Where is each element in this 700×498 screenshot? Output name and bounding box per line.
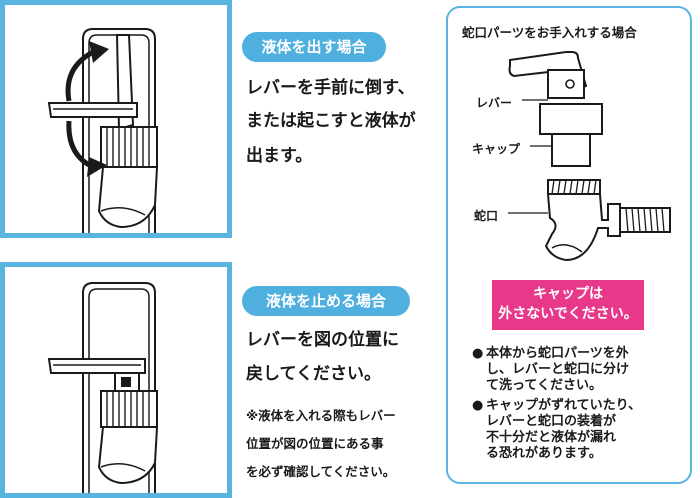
lever-part xyxy=(508,51,588,99)
care-bullet: ●キャップがずれていたり、 レバーと蛇口の装着が 不十分だと液体が漏れ る恐れが… xyxy=(472,398,641,462)
label-cap: キャップ xyxy=(472,142,521,156)
cap-part xyxy=(539,103,603,167)
label-faucet: 蛇口 xyxy=(474,209,499,223)
bullet-line: し、レバーと蛇口に分け xyxy=(486,362,630,377)
care-title: 蛇口パーツをお手入れする場合 xyxy=(462,25,637,40)
bullet-line: 本体から蛇口パーツを外 xyxy=(486,346,629,361)
stop-instruction-line: レバーを図の位置に xyxy=(246,330,399,350)
faucet-part xyxy=(544,179,671,262)
bullet-mark: ● xyxy=(472,398,484,413)
stop-heading-pill: 液体を止める場合 xyxy=(242,286,410,316)
dispense-instruction-line: または起こすと液体が xyxy=(246,111,416,131)
stop-note-line: 位置が図の位置にある事 xyxy=(246,436,384,451)
warning-line: キャップは xyxy=(533,286,603,302)
bullet-line: キャップがずれていたり、 xyxy=(486,398,642,413)
bullet-line: て洗ってください。 xyxy=(486,378,602,393)
dispense-heading-pill: 液体を出す場合 xyxy=(242,32,386,62)
rotate-arrows-icon xyxy=(65,41,109,177)
care-panel: 蛇口パーツをお手入れする場合 xyxy=(446,6,692,484)
faucet-dispense-illustration xyxy=(47,28,159,233)
label-lever: レバー xyxy=(476,96,513,110)
faucet-stop-illustration xyxy=(47,282,159,493)
warning-line: 外さないでください。 xyxy=(498,306,638,322)
faucet-parts-illustration xyxy=(508,51,671,262)
dispense-instruction-line: 出ます。 xyxy=(246,146,313,166)
stop-note-line: ※液体を入れる際もレバー xyxy=(246,408,396,423)
dispense-instruction-line: レバーを手前に倒す、 xyxy=(246,78,415,98)
bullet-line: レバーと蛇口の装着が xyxy=(486,414,617,429)
stop-instruction-line: 戻してください。 xyxy=(246,364,381,384)
bullet-line: 不十分だと液体が漏れ xyxy=(486,430,617,445)
stop-note-line: を必ず確認してください。 xyxy=(246,464,396,479)
care-bullet: ●本体から蛇口パーツを外 し、レバーと蛇口に分け て洗ってください。 xyxy=(472,346,629,394)
stop-illustration-panel xyxy=(0,262,232,498)
warning-box: キャップは 外さないでください。 xyxy=(492,280,644,330)
dispense-illustration-panel xyxy=(0,0,232,238)
bullet-line: る恐れがあります。 xyxy=(486,446,602,461)
bullet-mark: ● xyxy=(472,346,484,361)
